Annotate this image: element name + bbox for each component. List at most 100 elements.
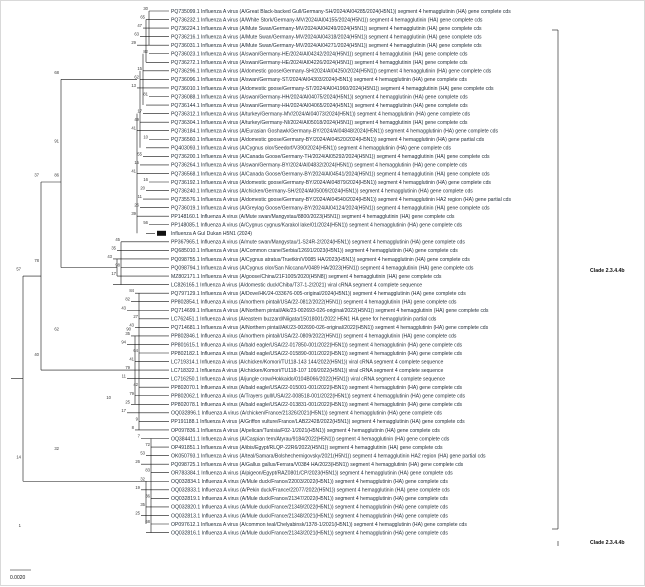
leaf-label: LC716250.1 Influenza A virus (A/jungle c… (171, 376, 445, 382)
leaf-label: PQ736096.1 Influenza A virus (A/swan/Ger… (171, 77, 467, 83)
bootstrap-value: 81 (143, 92, 148, 97)
bootstrap-value: 19 (135, 485, 140, 490)
leaf-label: PQ736232.1 Influenza A virus (A/White St… (171, 17, 483, 23)
bootstrap-value: 20 (140, 186, 145, 191)
tree-edges (11, 10, 169, 533)
bootstrap-value: 25 (125, 399, 130, 404)
leaf-label: OP097612.1 Influenza A virus (A/common t… (171, 522, 467, 528)
leaf-label: PQ736216.1 Influenza A virus (A/Mute Swa… (171, 34, 482, 40)
leaf-label: PQ714699.1 Influenza A virus (A/Northern… (171, 308, 489, 314)
leaf-label: PQ736264.1 Influenza A virus (A/swan/Ger… (171, 163, 468, 169)
bootstrap-value: 53 (140, 451, 145, 456)
bootstrap-value: 72 (145, 442, 150, 447)
bootstrap-value: 43 (129, 322, 134, 327)
leaf-label: PQ735099.1 Influenza A virus (A/Great Bl… (171, 9, 511, 15)
leaf-label: PQ736224.1 Influenza A virus (A/Mute Swa… (171, 26, 482, 32)
leaf-label: LC762451.1 Influenza A virus (A/eastern … (171, 317, 437, 323)
internal-support-value: 86 (54, 172, 59, 177)
leaf-label: OP491851.1 Influenza A virus (A/ibis/Egy… (171, 445, 443, 451)
bootstrap-value: 15 (137, 66, 142, 71)
leaf-label: PQ736240.1 Influenza A virus (A/chicken/… (171, 188, 473, 194)
bootstrap-value: 64 (133, 348, 138, 353)
bootstrap-value: 43 (121, 305, 126, 310)
leaf-label: PQ736200.1 Influenza A virus (A/Canada G… (171, 154, 490, 160)
bootstrap-value: 36 (145, 493, 150, 498)
internal-support-value: 40 (34, 352, 39, 357)
leaf-label: PQ736304.1 Influenza A virus (A/turkey/G… (171, 120, 468, 126)
bootstrap-value: 43 (107, 254, 112, 259)
leaf-label: LC826165.1 Influenza A virus (A/domestic… (171, 282, 422, 288)
bootstrap-value: 68 (145, 519, 150, 524)
leaf-label: PP802182.1 Influenza A virus (A/bald eag… (171, 351, 463, 357)
leaf-label: OQ032834.1 Influenza A virus (A/Mule duc… (171, 479, 448, 485)
internal-support-value: 37 (34, 172, 39, 177)
leaf-label: PP802846.1 Influenza A virus (A/northern… (171, 334, 457, 340)
bootstrap-value: 82 (143, 49, 148, 54)
bootstrap-value: 9 (136, 416, 139, 421)
bootstrap-value: 45 (115, 237, 120, 242)
bootstrap-value: 17 (111, 271, 116, 276)
internal-support-value: 62 (54, 326, 59, 331)
leaf-label: PQ735576.1 Influenza A virus (A/domestic… (171, 197, 512, 203)
scale-bar: 0.0020 (10, 569, 31, 581)
leaf-label: PQ736088.1 Influenza A virus (A/swan/Ger… (171, 94, 468, 100)
leaf-label: PQ098794.1 Influenza A virus (A/Cygnus o… (171, 265, 474, 271)
bootstrap-value: 56 (143, 220, 148, 225)
leaf-label: PQ736272.1 Influenza A virus (A/swan/Ger… (171, 60, 468, 66)
leaf-label: PQ736192.1 Influenza A virus (A/domestic… (171, 180, 491, 186)
bootstrap-value: 41 (131, 126, 136, 131)
internal-support-value: 10 (106, 395, 111, 400)
leaf-label: OQ032820.1 Influenza A virus (A/Mule duc… (171, 505, 448, 511)
leaf-label: PP802854.1 Influenza A virus (A/northern… (171, 300, 457, 306)
bootstrap-value: 62 (134, 74, 139, 79)
leaf-label: PQ736031.1 Influenza A virus (A/Mute Swa… (171, 43, 482, 49)
bootstrap-value: 41 (129, 357, 134, 362)
bootstrap-value: 79 (125, 365, 130, 370)
bootstrap-value: 98 (115, 263, 120, 268)
bootstrap-value: 11 (122, 374, 127, 379)
leaf-label: OQ032813.1 Influenza A virus (A/Mule duc… (171, 513, 448, 519)
bootstrap-value: 39 (131, 211, 136, 216)
leaf-label: PQ098755.1 Influenza A virus (A/Cygnus a… (171, 257, 470, 263)
leaf-label: OR783384.1 Influenza A virus (A/pigeon/E… (171, 471, 453, 477)
leaf-label: PP148085.1 Influenza A virus (A/Cygnus c… (171, 223, 463, 229)
bootstrap-value: 8 (132, 425, 135, 430)
square-icon (157, 230, 166, 236)
leaf-label: PQ098725.1 Influenza A virus (A/Gallus g… (171, 462, 464, 468)
leaf-label: PQ736560.1 Influenza A virus (A/domestic… (171, 137, 485, 143)
internal-support-value: 57 (16, 267, 21, 272)
leaf-label: PP802070.1 Influenza A virus (A/bald eag… (171, 385, 463, 391)
leaf-label: PQ797129.1 Influenza A virus (A/Dove/HK/… (171, 291, 466, 297)
leaf-label: PP367965.1 Influenza A virus (A/mute swa… (171, 240, 465, 246)
bootstrap-value: 94 (121, 339, 126, 344)
bootstrap-value: 63 (134, 32, 139, 37)
bootstrap-value: 7 (138, 434, 141, 439)
internal-support-value: 1 (19, 523, 22, 528)
leaf-label: OQ032896.1 Influenza A virus (A/chicken/… (171, 411, 442, 417)
leaf-label: PQ736023.1 Influenza A virus (A/swan/Ger… (171, 52, 468, 58)
bootstrap-value: 35 (140, 502, 145, 507)
bootstrap-value: 15 (134, 160, 139, 165)
bootstrap-value: 83 (145, 468, 150, 473)
leaf-label: PQ685010.1 Influenza A virus (A/Common c… (171, 248, 458, 254)
bootstrap-value: 16 (143, 177, 148, 182)
clade-label-2: Clade 2.3.4.4b (590, 540, 625, 546)
leaf-label: OQ032833.1 Influenza A virus (A/Pekin du… (171, 488, 450, 494)
leaf-label: OP097836.1 Influenza A virus (A/pelican/… (171, 428, 440, 434)
bootstrap-value: 17 (121, 408, 126, 413)
bootstrap-value: 42 (133, 382, 138, 387)
bootstrap-value: 27 (133, 314, 138, 319)
bootstrap-value: 82 (125, 297, 130, 302)
bootstrap-value: 30 (143, 6, 148, 11)
bootstrap-value: 26 (135, 459, 140, 464)
leaf-label: PQ736144.1 Influenza A virus (A/swan/Ger… (171, 103, 468, 109)
bootstrap-value: 29 (131, 40, 136, 45)
bootstrap-value: 10 (143, 134, 148, 139)
internal-support-value: 91 (54, 138, 59, 143)
bootstrap-value: 41 (131, 168, 136, 173)
leaf-label: OK050793.1 Influenza A virus (A/teal/Sam… (171, 453, 486, 459)
internal-support-value: 90 (126, 326, 131, 331)
bootstrap-value: 32 (140, 476, 145, 481)
bootstrap-value: 11 (138, 194, 143, 199)
internal-support-value: 14 (16, 455, 21, 460)
